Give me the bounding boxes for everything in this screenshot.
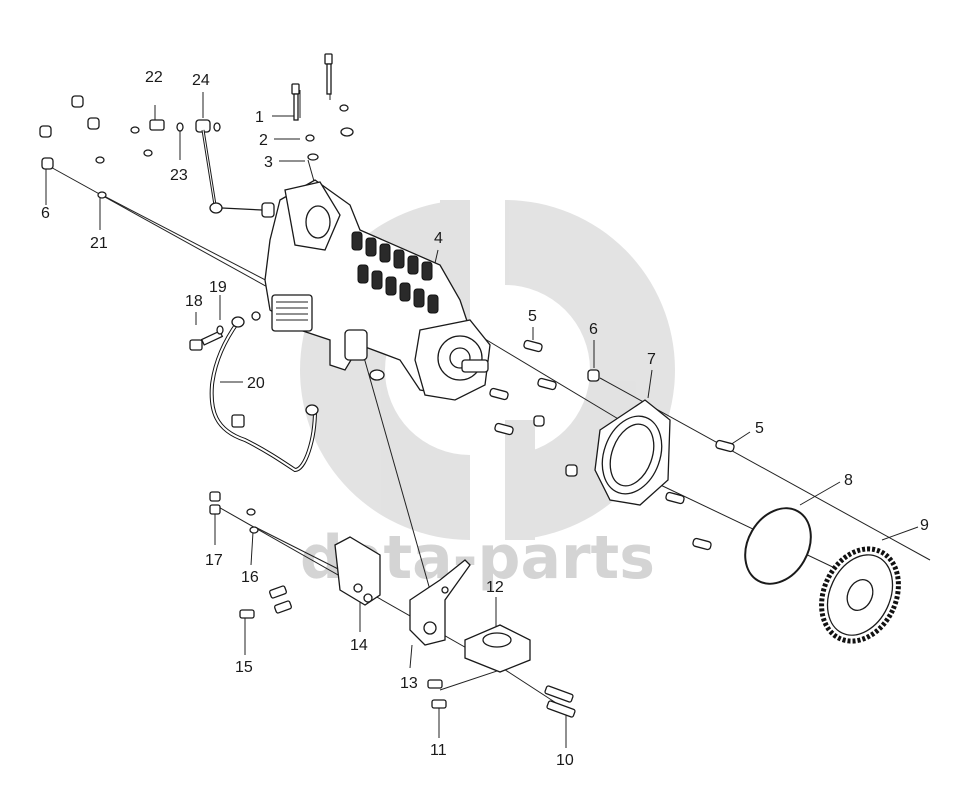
nuts-washers-group: [39, 95, 354, 199]
callout-20: 20: [247, 375, 265, 392]
clamp-block: [464, 624, 531, 673]
bolts-top: [291, 53, 333, 121]
callout-6-a: 6: [41, 205, 50, 222]
callout-5-a: 5: [528, 308, 537, 325]
fuel-pipe: [209, 316, 319, 473]
callout-24: 24: [192, 72, 210, 89]
drive-gear: [819, 546, 901, 644]
callout-7: 7: [647, 351, 656, 368]
callout-labels: 1 2 3 4 5 5 6 6 7 8 9 10 11 12 13 14 15 …: [41, 69, 929, 769]
callout-18: 18: [185, 293, 203, 310]
callout-3: 3: [264, 154, 273, 171]
callout-21: 21: [90, 235, 108, 252]
callout-5-b: 5: [755, 420, 764, 437]
callout-8: 8: [844, 472, 853, 489]
callout-2: 2: [259, 132, 268, 149]
callout-15: 15: [235, 659, 253, 676]
o-ring: [744, 507, 812, 585]
studs-pump: [489, 339, 735, 551]
callout-16: 16: [241, 569, 259, 586]
callout-13: 13: [400, 675, 418, 692]
throttle-rod: [201, 129, 275, 218]
callout-1: 1: [255, 109, 264, 126]
callout-4: 4: [434, 230, 443, 247]
callout-19: 19: [209, 279, 227, 296]
callout-10: 10: [556, 752, 574, 769]
callout-11: 11: [430, 742, 447, 759]
callout-6-b: 6: [589, 321, 598, 338]
callout-23: 23: [170, 167, 188, 184]
banjo-bolt: [189, 311, 261, 351]
callout-14: 14: [350, 637, 368, 654]
injection-pump: [264, 179, 491, 401]
flange-housing: [594, 399, 671, 506]
support-bracket: [409, 559, 471, 646]
bracket-plate: [334, 536, 381, 606]
callout-9: 9: [920, 517, 929, 534]
bottom-bolts: [209, 491, 576, 718]
pump-elements: [351, 231, 439, 314]
callout-22: 22: [145, 69, 163, 86]
callout-17: 17: [205, 552, 223, 569]
callout-12: 12: [486, 579, 504, 596]
